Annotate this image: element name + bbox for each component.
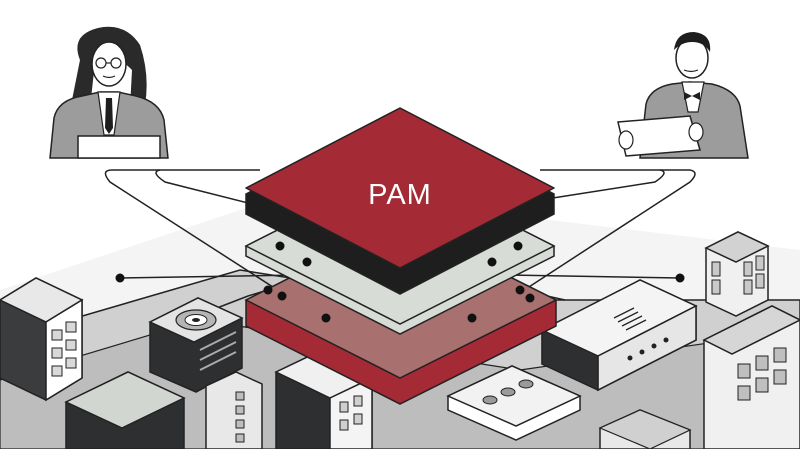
node-dot — [487, 257, 497, 267]
building-block-left — [64, 371, 263, 449]
small-building-bottom — [598, 409, 692, 449]
man-with-tablet-icon — [617, 32, 749, 159]
node-dot — [321, 313, 331, 323]
switch-device-icon — [446, 365, 582, 441]
node-dot — [263, 285, 273, 295]
node-dot — [277, 291, 287, 301]
server-rack-icon-left — [0, 277, 84, 402]
connection-nodes — [115, 241, 685, 323]
node-dot — [675, 273, 685, 283]
server-rack-icon-right — [704, 231, 770, 317]
pam-layer-stack: PAM — [244, 107, 558, 405]
node-dot — [515, 285, 525, 295]
storage-array-icon — [148, 297, 244, 393]
network-router-icon — [540, 279, 698, 392]
node-dot — [275, 241, 285, 251]
node-dot — [467, 313, 477, 323]
node-dot — [302, 257, 312, 267]
node-dot — [525, 293, 535, 303]
pam-label: PAM — [368, 179, 432, 211]
node-dot — [115, 273, 125, 283]
node-dot — [513, 241, 523, 251]
building-block-right — [702, 305, 800, 449]
pam-layer-top — [245, 107, 555, 295]
woman-with-laptop-icon — [49, 26, 169, 159]
